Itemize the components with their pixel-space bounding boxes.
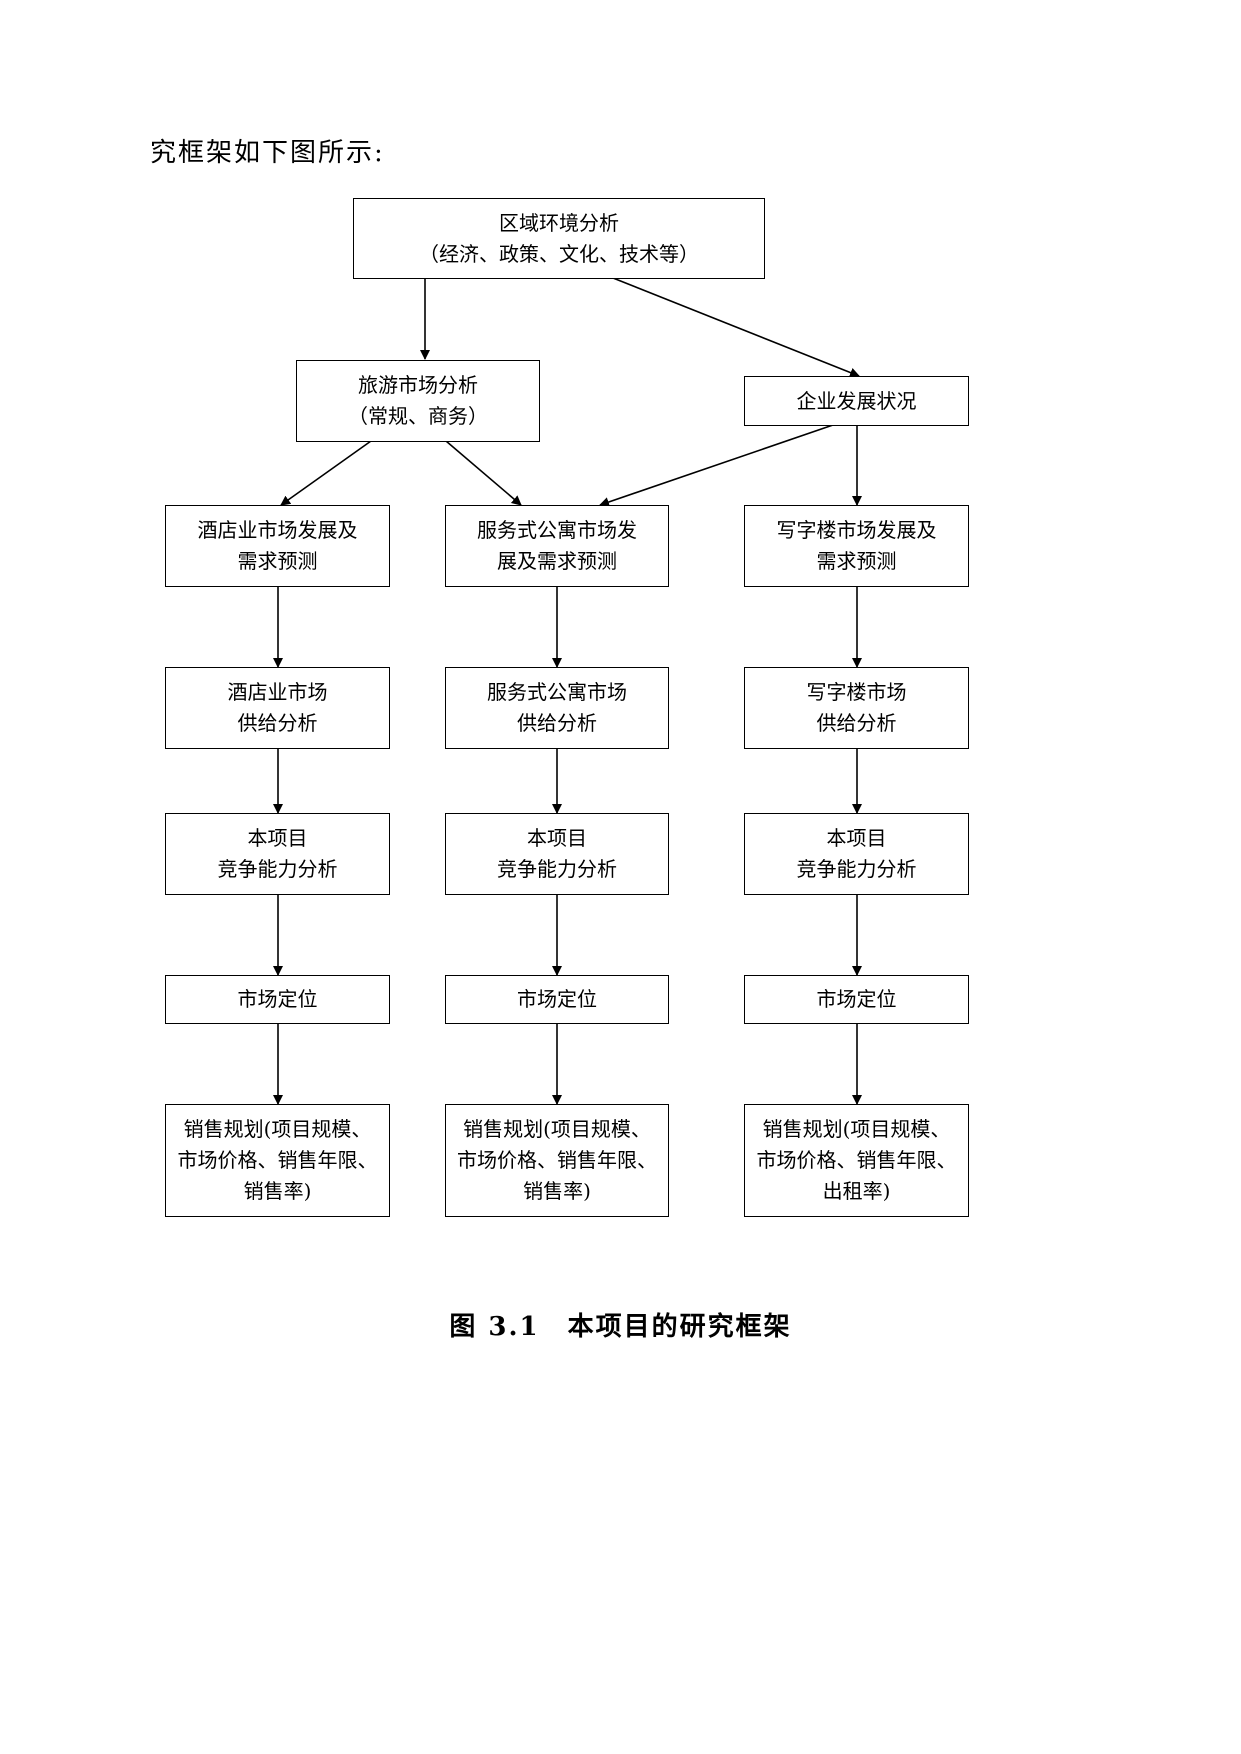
node-line: 销售规划(项目规模、: [183, 1117, 372, 1141]
node-region-environment: 区域环境分析 （经济、政策、文化、技术等）: [353, 198, 765, 279]
node-office-positioning: 市场定位: [744, 975, 969, 1024]
node-apartment-supply: 服务式公寓市场 供给分析: [445, 667, 669, 749]
node-office-development: 写字楼市场发展及 需求预测: [744, 505, 969, 587]
node-line: （经济、政策、文化、技术等）: [419, 241, 699, 266]
node-line: 销售规划(项目规模、: [762, 1117, 951, 1141]
node-hotel-positioning: 市场定位: [165, 975, 390, 1024]
node-line: 供给分析: [237, 711, 318, 735]
node-line: 销售率): [523, 1179, 591, 1203]
node-line: 市场价格、销售年限、: [177, 1148, 378, 1172]
node-line: 服务式公寓市场发: [477, 518, 637, 542]
node-line: 需求预测: [237, 549, 318, 573]
node-line: 需求预测: [816, 549, 897, 573]
node-hotel-competitiveness: 本项目 竞争能力分析: [165, 813, 390, 895]
node-line: 市场定位: [517, 987, 597, 1011]
node-office-competitiveness: 本项目 竞争能力分析: [744, 813, 969, 895]
node-office-sales-plan: 销售规划(项目规模、 市场价格、销售年限、 出租率): [744, 1104, 969, 1217]
node-apartment-positioning: 市场定位: [445, 975, 669, 1024]
node-line: 酒店业市场: [227, 680, 328, 704]
arrow-region-to-enterprise: [612, 277, 860, 378]
arrow-tourism-to-hotel-dev: [280, 440, 372, 506]
node-line: 竞争能力分析: [796, 857, 917, 881]
node-line: （常规、商务）: [348, 404, 488, 428]
intro-text: 究框架如下图所示:: [150, 138, 385, 168]
node-line: 供给分析: [517, 711, 597, 735]
node-line: 企业发展状况: [796, 388, 917, 413]
node-apartment-sales-plan: 销售规划(项目规模、 市场价格、销售年限、 销售率): [445, 1104, 669, 1217]
node-line: 市场定位: [816, 987, 897, 1011]
node-line: 市场价格、销售年限、: [756, 1148, 957, 1172]
node-line: 服务式公寓市场: [487, 680, 627, 704]
node-line: 旅游市场分析: [358, 373, 478, 397]
node-hotel-sales-plan: 销售规划(项目规模、 市场价格、销售年限、 销售率): [165, 1104, 390, 1217]
node-enterprise-status: 企业发展状况: [744, 376, 969, 426]
node-line: 酒店业市场发展及: [197, 518, 358, 542]
node-line: 竞争能力分析: [217, 857, 338, 881]
node-line: 本项目: [527, 826, 587, 850]
node-line: 销售规划(项目规模、: [463, 1117, 651, 1141]
arrow-tourism-to-apt-dev: [445, 440, 522, 506]
node-hotel-development: 酒店业市场发展及 需求预测: [165, 505, 390, 587]
node-tourism-market: 旅游市场分析 （常规、商务）: [296, 360, 540, 442]
node-line: 区域环境分析: [499, 210, 619, 235]
figure-caption: 图 3.1 本项目的研究框架: [449, 1312, 792, 1342]
node-line: 供给分析: [816, 711, 897, 735]
node-line: 展及需求预测: [497, 549, 617, 573]
node-line: 写字楼市场发展及: [776, 518, 937, 542]
node-apartment-development: 服务式公寓市场发 展及需求预测: [445, 505, 669, 587]
node-hotel-supply: 酒店业市场 供给分析: [165, 667, 390, 749]
node-line: 销售率): [243, 1179, 312, 1203]
node-line: 本项目: [247, 826, 308, 850]
node-office-supply: 写字楼市场 供给分析: [744, 667, 969, 749]
arrow-enterprise-to-apt-dev: [599, 424, 834, 507]
node-apartment-competitiveness: 本项目 竞争能力分析: [445, 813, 669, 895]
node-line: 竞争能力分析: [497, 857, 617, 881]
node-line: 市场定位: [237, 987, 318, 1011]
node-line: 写字楼市场: [806, 680, 907, 704]
node-line: 出租率): [822, 1179, 891, 1203]
node-line: 市场价格、销售年限、: [457, 1148, 657, 1172]
node-line: 本项目: [826, 826, 887, 850]
